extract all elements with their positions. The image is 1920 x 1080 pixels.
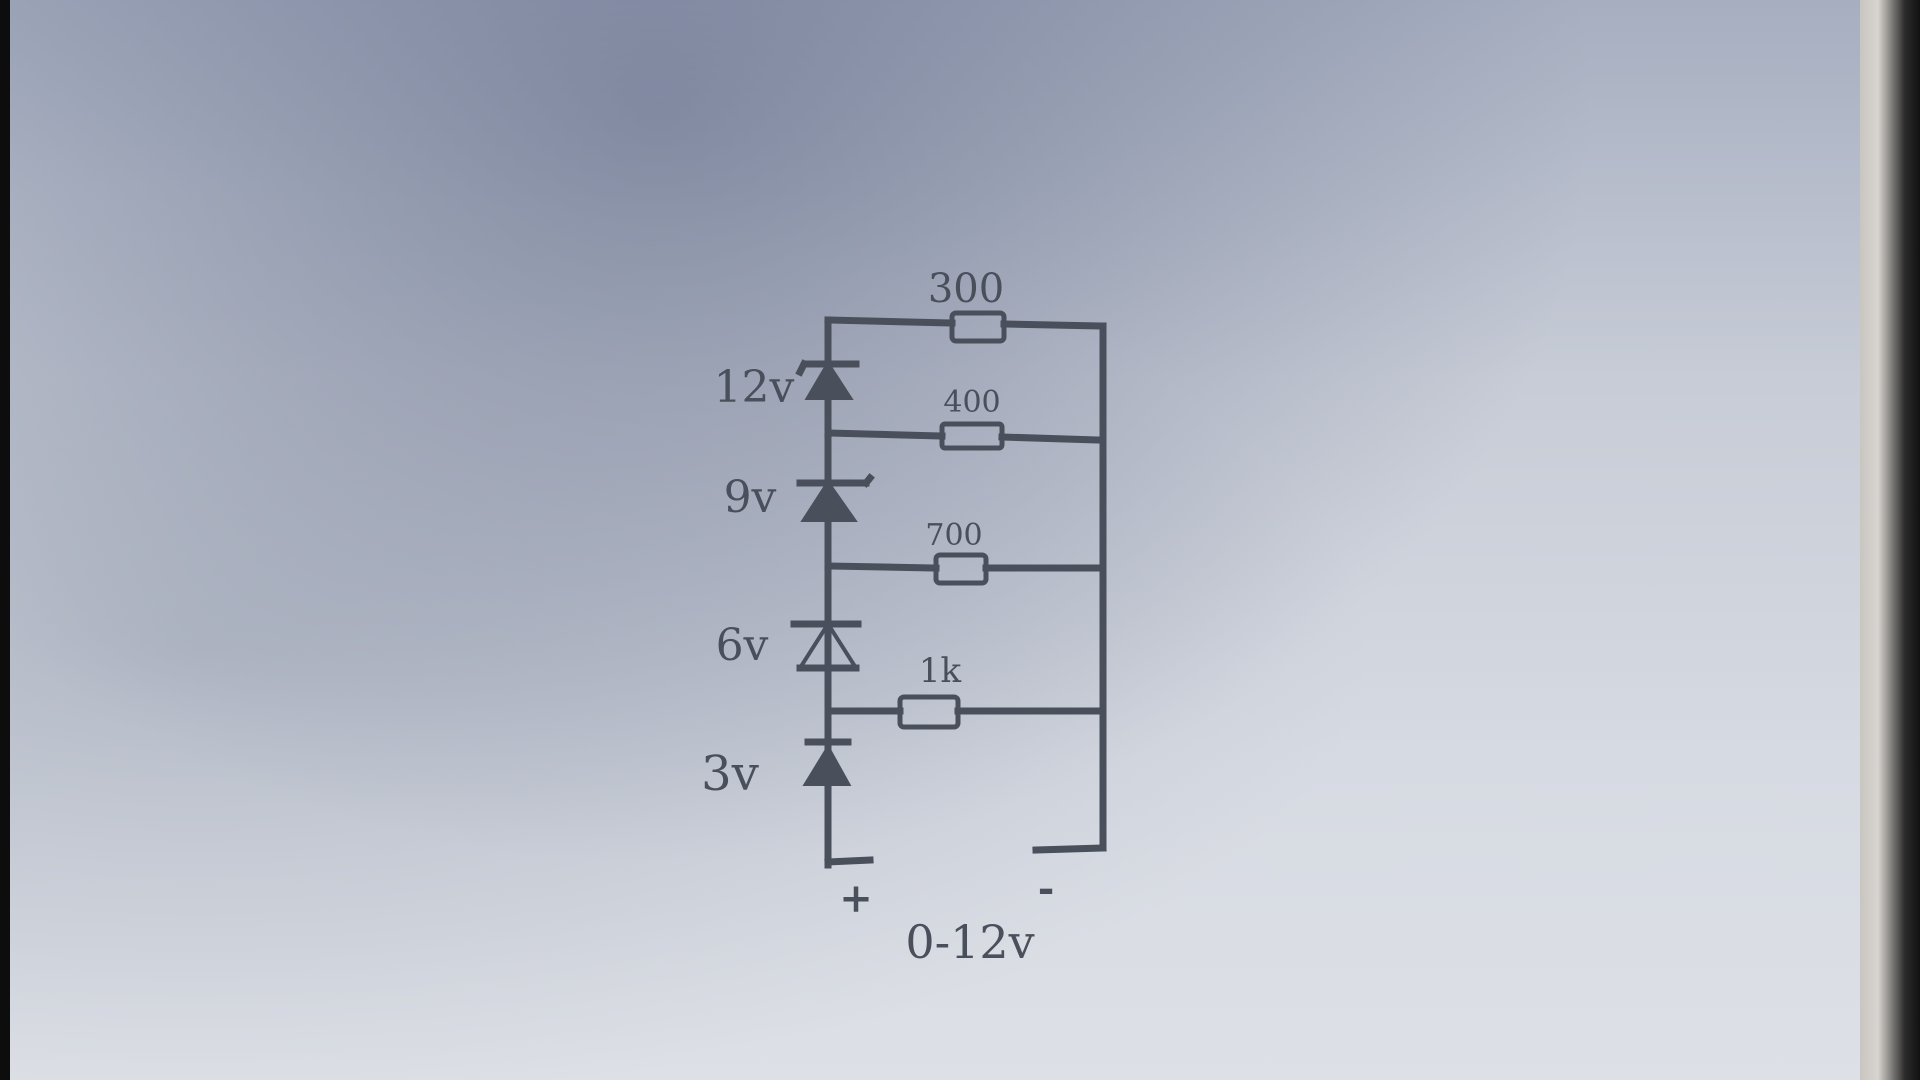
resistor-300 bbox=[949, 310, 1007, 344]
positive-terminal-stub bbox=[824, 856, 874, 866]
top-wire-right bbox=[1000, 320, 1107, 330]
photo-right-edge bbox=[1860, 0, 1920, 1080]
label-resistor-700: 700 bbox=[925, 518, 982, 553]
zener-3v bbox=[802, 738, 852, 786]
branch-700-wire-left bbox=[824, 562, 940, 572]
label-output-range: 0-12v bbox=[905, 915, 1034, 969]
zener-9v bbox=[796, 473, 875, 522]
zener-12v bbox=[795, 359, 860, 400]
label-resistor-300: 300 bbox=[928, 266, 1004, 312]
zener-6v bbox=[790, 620, 862, 672]
label-zener-9v: 9v bbox=[724, 472, 777, 523]
branch-400-wire-left bbox=[824, 429, 946, 440]
paper-sheet bbox=[10, 0, 1860, 1080]
label-resistor-400: 400 bbox=[943, 385, 1000, 420]
label-zener-12v: 12v bbox=[714, 362, 795, 413]
resistor-1k bbox=[897, 694, 961, 730]
top-wire-left bbox=[824, 316, 956, 327]
branch-400-wire-right bbox=[998, 433, 1102, 444]
photo-left-edge bbox=[0, 0, 10, 1080]
negative-terminal-stub bbox=[1032, 844, 1107, 854]
label-negative-terminal: - bbox=[1038, 865, 1055, 912]
resistor-400 bbox=[939, 421, 1005, 451]
label-zener-6v: 6v bbox=[716, 620, 769, 671]
label-positive-terminal: + bbox=[839, 875, 873, 922]
label-zener-3v: 3v bbox=[701, 746, 759, 802]
resistor-700 bbox=[933, 552, 989, 586]
label-resistor-1k: 1k bbox=[919, 651, 962, 691]
